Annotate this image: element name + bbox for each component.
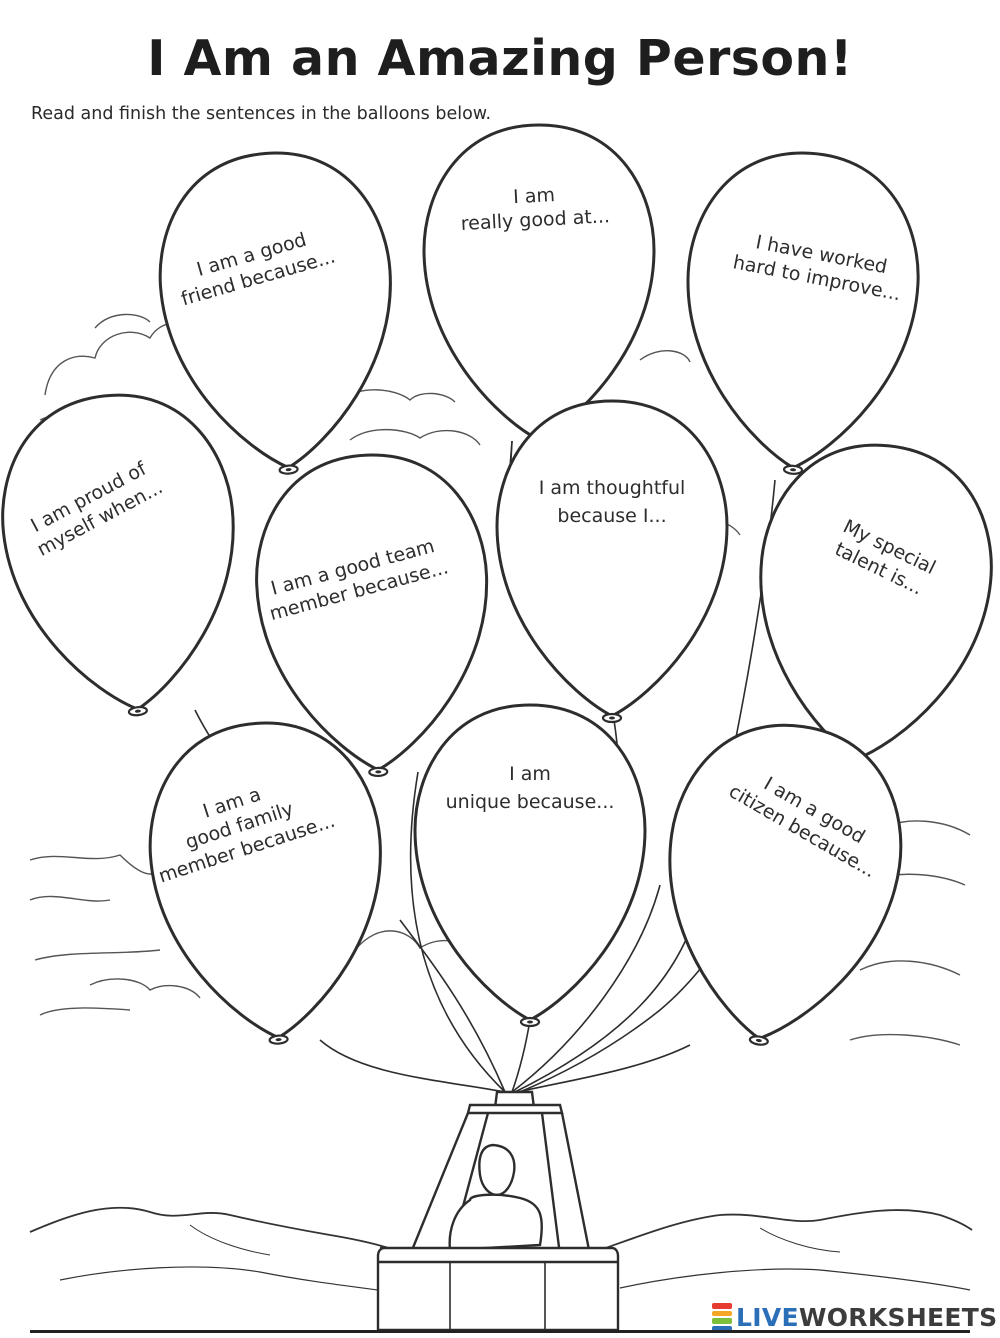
balloon-thoughtful[interactable]: I am thoughtful because I... xyxy=(495,399,729,724)
balloon-proud[interactable]: I am proud of myself when... xyxy=(0,382,255,729)
balloon-text-line: unique because... xyxy=(446,791,615,813)
balloon-text-line: I am xyxy=(509,763,551,785)
brand-name-suffix: WORKSHEETS xyxy=(798,1302,998,1332)
balloon-text-line: I am thoughtful xyxy=(539,477,686,499)
balloon-family-member[interactable]: I am a good family member because... xyxy=(135,713,396,1054)
bottom-divider xyxy=(30,1330,970,1333)
mountains xyxy=(29,1206,973,1291)
brand-name: LIVEWORKSHEETS xyxy=(736,1303,997,1332)
balloon-text-line: I am xyxy=(513,184,556,208)
balloon-good-friend[interactable]: I am a good friend because... xyxy=(150,143,406,484)
liveworksheets-logo-icon xyxy=(712,1303,732,1331)
page-title: I Am an Amazing Person! xyxy=(147,30,853,87)
instructions: Read and finish the sentences in the bal… xyxy=(31,104,492,124)
brand-name-prefix: LIVE xyxy=(736,1302,799,1332)
hot-air-basket xyxy=(376,1090,620,1332)
balloon-team-member[interactable]: I am a good team member because... xyxy=(250,449,495,782)
balloon-unique[interactable]: I am unique because... xyxy=(413,703,647,1028)
balloon-special-talent[interactable]: My special talent is... xyxy=(739,432,1000,779)
balloon-worked-hard[interactable]: I have worked hard to improve... xyxy=(676,145,926,482)
balloon-really-good-at[interactable]: I am really good at... xyxy=(422,123,656,448)
balloon-citizen[interactable]: I am a good citizen because... xyxy=(642,709,919,1062)
balloon-text-line: because I... xyxy=(557,505,666,527)
liveworksheets-brand[interactable]: LIVEWORKSHEETS xyxy=(712,1297,997,1337)
